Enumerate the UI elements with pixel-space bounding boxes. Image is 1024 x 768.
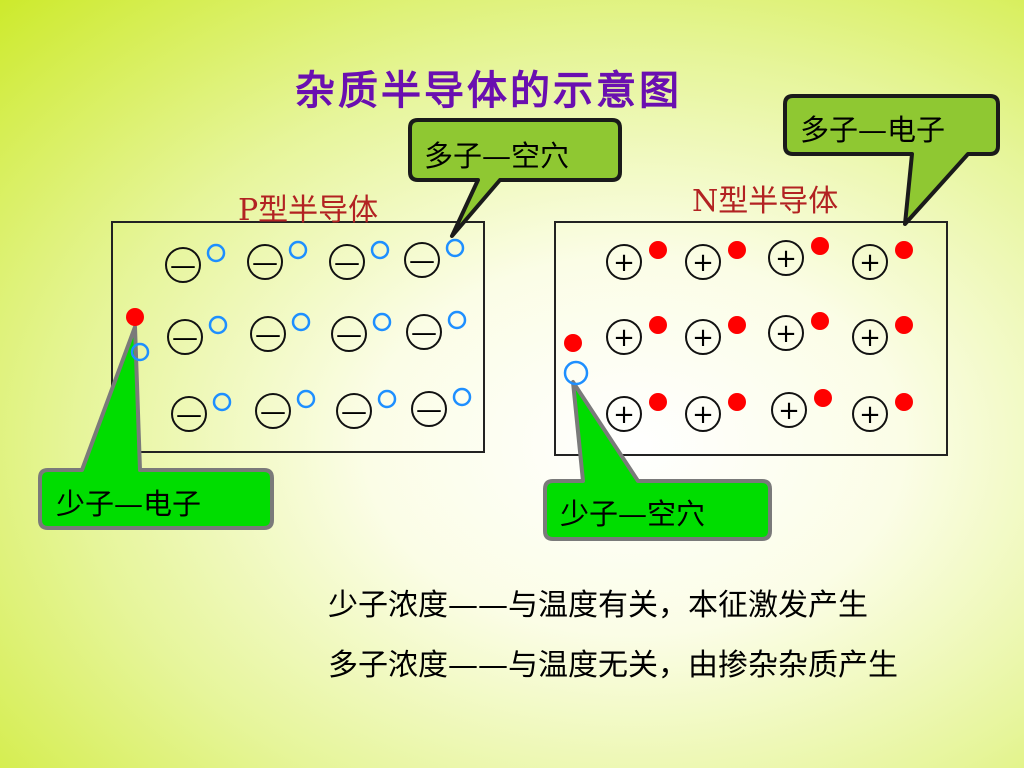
n-type-electron [728, 316, 746, 334]
p-type-ion-charge: — [172, 323, 198, 353]
n-type-ion-charge: + [859, 248, 881, 278]
n-free-hole [563, 360, 589, 386]
n-type-ion-charge: + [613, 400, 635, 430]
p-type-hole [370, 240, 390, 260]
p-type-hole [452, 387, 472, 407]
p-type-hole [212, 392, 232, 412]
n-type-ion-charge: + [859, 323, 881, 353]
p-minority-callout-text: 少子—电子 [56, 487, 202, 521]
n-type-ion-charge: + [692, 323, 714, 353]
p-type-box [111, 221, 485, 453]
p-type-ion [171, 396, 207, 432]
n-type-ion [852, 244, 888, 280]
p-type-ion-charge: — [416, 395, 442, 425]
p-type-ion-charge: — [170, 251, 196, 281]
p-type-hole [291, 312, 311, 332]
p-majority-callout-text: 多子—空穴 [424, 139, 570, 173]
p-type-ion-charge: — [336, 320, 362, 350]
n-type-electron [728, 241, 746, 259]
p-minority-callout-shape [38, 325, 274, 530]
n-type-electron [811, 312, 829, 330]
n-type-ion [771, 392, 807, 428]
n-majority-callout-text: 多子—电子 [800, 113, 946, 147]
n-type-ion [685, 396, 721, 432]
note-majority-concentration: 多子浓度——与温度无关，由掺杂杂质产生 [328, 648, 898, 683]
p-type-ion [411, 391, 447, 427]
p-type-ion [406, 314, 442, 350]
p-type-hole [296, 389, 316, 409]
n-type-electron [895, 316, 913, 334]
p-type-ion [165, 247, 201, 283]
p-free-electron [126, 308, 144, 326]
page-title: 杂质半导体的示意图 [295, 67, 682, 114]
n-type-electron [814, 389, 832, 407]
n-type-ion [685, 244, 721, 280]
p-type-ion-charge: — [334, 248, 360, 278]
n-type-electron [649, 316, 667, 334]
p-type-ion-charge: — [176, 400, 202, 430]
n-type-ion [852, 319, 888, 355]
n-free-electron [564, 334, 582, 352]
p-type-hole [445, 238, 465, 258]
p-type-ion-charge: — [260, 397, 286, 427]
p-majority-callout-shape [408, 118, 622, 238]
n-type-electron [811, 237, 829, 255]
n-majority-callout-shape [783, 94, 1000, 226]
n-type-ion [852, 396, 888, 432]
p-type-ion [167, 319, 203, 355]
p-type-hole [372, 312, 392, 332]
n-type-ion-charge: + [613, 323, 635, 353]
n-type-ion-charge: + [692, 248, 714, 278]
n-type-ion [768, 240, 804, 276]
p-type-ion [329, 244, 365, 280]
p-type-hole [377, 389, 397, 409]
p-type-hole [206, 243, 226, 263]
n-type-electron [895, 241, 913, 259]
n-type-ion [606, 319, 642, 355]
n-type-electron [649, 393, 667, 411]
p-type-ion-charge: — [411, 318, 437, 348]
n-type-ion [606, 244, 642, 280]
p-type-ion-charge: — [255, 320, 281, 350]
p-type-ion [336, 393, 372, 429]
n-minority-callout-text: 少子—空穴 [560, 497, 706, 531]
n-type-label: N型半导体 [692, 184, 839, 219]
n-type-electron [649, 241, 667, 259]
p-type-ion-charge: — [341, 397, 367, 427]
p-type-ion [404, 242, 440, 278]
n-type-ion-charge: + [859, 400, 881, 430]
p-type-hole [447, 310, 467, 330]
n-type-ion-charge: + [775, 319, 797, 349]
p-type-ion [250, 316, 286, 352]
p-free-hole [130, 342, 150, 362]
n-minority-callout-shape [543, 380, 772, 541]
note-minority-concentration: 少子浓度——与温度有关，本征激发产生 [328, 588, 868, 623]
n-type-ion-grid: + + + + + + + + + + + + [606, 237, 913, 432]
n-type-ion [606, 396, 642, 432]
n-type-ion-charge: + [613, 248, 635, 278]
n-type-ion-charge: + [692, 400, 714, 430]
p-type-label: P型半导体 [238, 193, 379, 228]
p-type-ion-charge: — [252, 248, 278, 278]
p-type-ion-grid: — — — — — — — — — — — — [165, 238, 472, 432]
n-type-ion-charge: + [775, 244, 797, 274]
n-type-ion-charge: + [778, 396, 800, 426]
p-type-hole [208, 315, 228, 335]
p-type-ion [331, 316, 367, 352]
p-type-ion [255, 393, 291, 429]
n-type-ion [685, 319, 721, 355]
n-type-ion [768, 315, 804, 351]
p-type-ion-charge: — [409, 246, 435, 276]
n-type-electron [728, 393, 746, 411]
p-type-hole [288, 240, 308, 260]
p-type-ion [247, 244, 283, 280]
n-type-box [554, 221, 948, 456]
n-type-electron [895, 393, 913, 411]
